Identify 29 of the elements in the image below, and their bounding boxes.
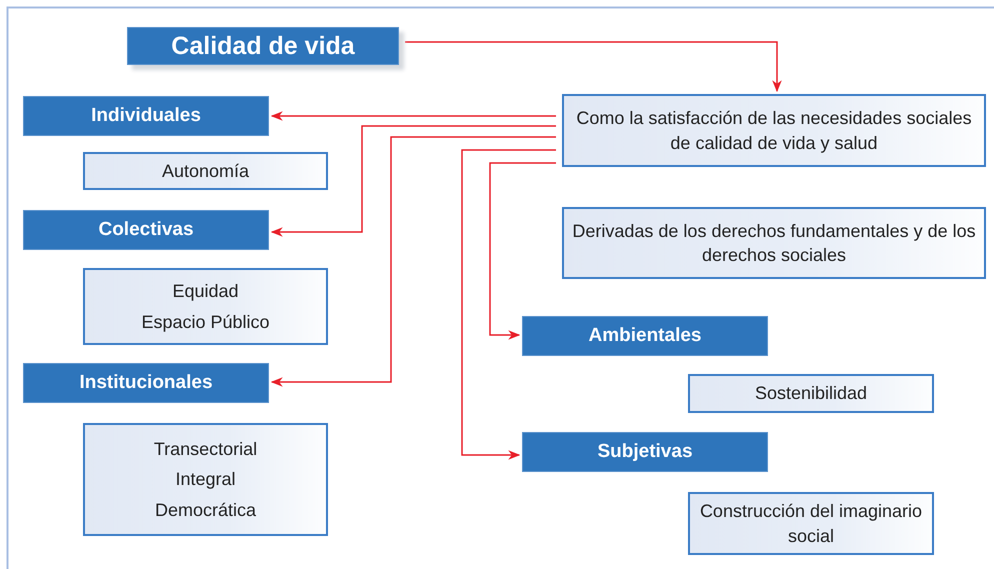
connector-arrow — [270, 125, 556, 237]
description-box — [562, 207, 986, 279]
connector-arrow — [405, 41, 782, 92]
box-text: Como la satisfacción de las necesidades sociales de calidad de vida y salud — [575, 107, 973, 155]
category-box: Ambientales — [522, 316, 768, 356]
box-text: Autonomía — [162, 160, 250, 183]
category-box: Individuales — [23, 96, 269, 136]
category-box: Institucionales — [23, 363, 269, 403]
connector-arrow — [270, 136, 556, 387]
connector-arrow — [489, 162, 556, 340]
connector-arrow — [270, 111, 556, 121]
description-box — [688, 374, 934, 413]
connector-arrow — [461, 149, 556, 460]
box-text: Espacio Público — [141, 310, 270, 334]
title-box: Calidad de vida — [127, 27, 399, 65]
category-box: Subjetivas — [522, 432, 768, 472]
category-box: Colectivas — [23, 210, 269, 250]
box-text: Construcción del imaginario social — [698, 500, 924, 548]
box-text: Sostenibilidad — [754, 382, 868, 406]
description-box — [688, 492, 934, 555]
description-box — [83, 268, 328, 345]
box-text: Derivadas de los derechos fundamentales y de los derechos sociales — [571, 220, 977, 267]
box-text: Democrática — [154, 498, 256, 522]
box-text: Integral — [175, 468, 236, 492]
description-box — [83, 423, 328, 536]
box-text: Transectorial — [154, 438, 258, 462]
description-box — [562, 94, 986, 167]
description-box — [83, 152, 328, 190]
box-text: Equidad — [172, 280, 239, 304]
